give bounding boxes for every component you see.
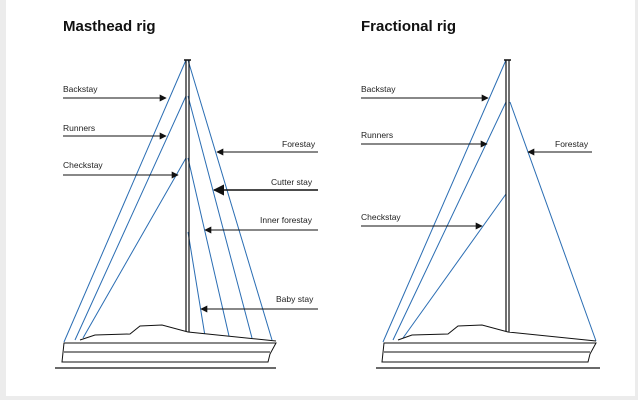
masthead-forestay-line	[187, 59, 273, 341]
fractional-runners-line	[392, 101, 507, 341]
fractional-forestay-label: Forestay	[555, 139, 589, 149]
masthead-backstay-label: Backstay	[63, 84, 98, 94]
masthead-cutter-stay-line	[187, 95, 253, 339]
masthead-mast	[184, 59, 191, 334]
masthead-baby-stay-line	[187, 231, 206, 337]
fractional-runners-label: Runners	[361, 130, 394, 140]
masthead-forestay-label: Forestay	[282, 139, 316, 149]
masthead-checkstay-label: Checkstay	[63, 160, 103, 170]
masthead-rig-title: Masthead rig	[63, 18, 156, 35]
masthead-runners-label: Runners	[63, 123, 96, 133]
fractional-checkstay-label: Checkstay	[361, 212, 401, 222]
masthead-baby-stay-label: Baby stay	[276, 294, 314, 304]
masthead-stays	[63, 59, 273, 343]
fractional-arrows	[361, 94, 592, 230]
fractional-forestay-line	[509, 101, 597, 342]
fractional-backstay-label: Backstay	[361, 84, 396, 94]
masthead-inner-forestay-line	[187, 157, 230, 337]
fractional-mast	[504, 59, 511, 334]
masthead-runners-line	[74, 95, 187, 341]
masthead-inner-forestay-label: Inner forestay	[260, 215, 312, 225]
fractional-rig-title: Fractional rig	[361, 18, 457, 35]
fractional-checkstay-line	[402, 193, 507, 339]
masthead-backstay-line	[63, 59, 187, 343]
fractional-stays	[382, 59, 597, 343]
masthead-cutter-stay-label: Cutter stay	[271, 177, 313, 187]
masthead-hull	[55, 324, 277, 369]
masthead-checkstay-line	[82, 157, 187, 339]
masthead-arrows	[63, 94, 318, 313]
fractional-hull	[376, 324, 600, 369]
fractional-backstay-line	[382, 59, 507, 343]
